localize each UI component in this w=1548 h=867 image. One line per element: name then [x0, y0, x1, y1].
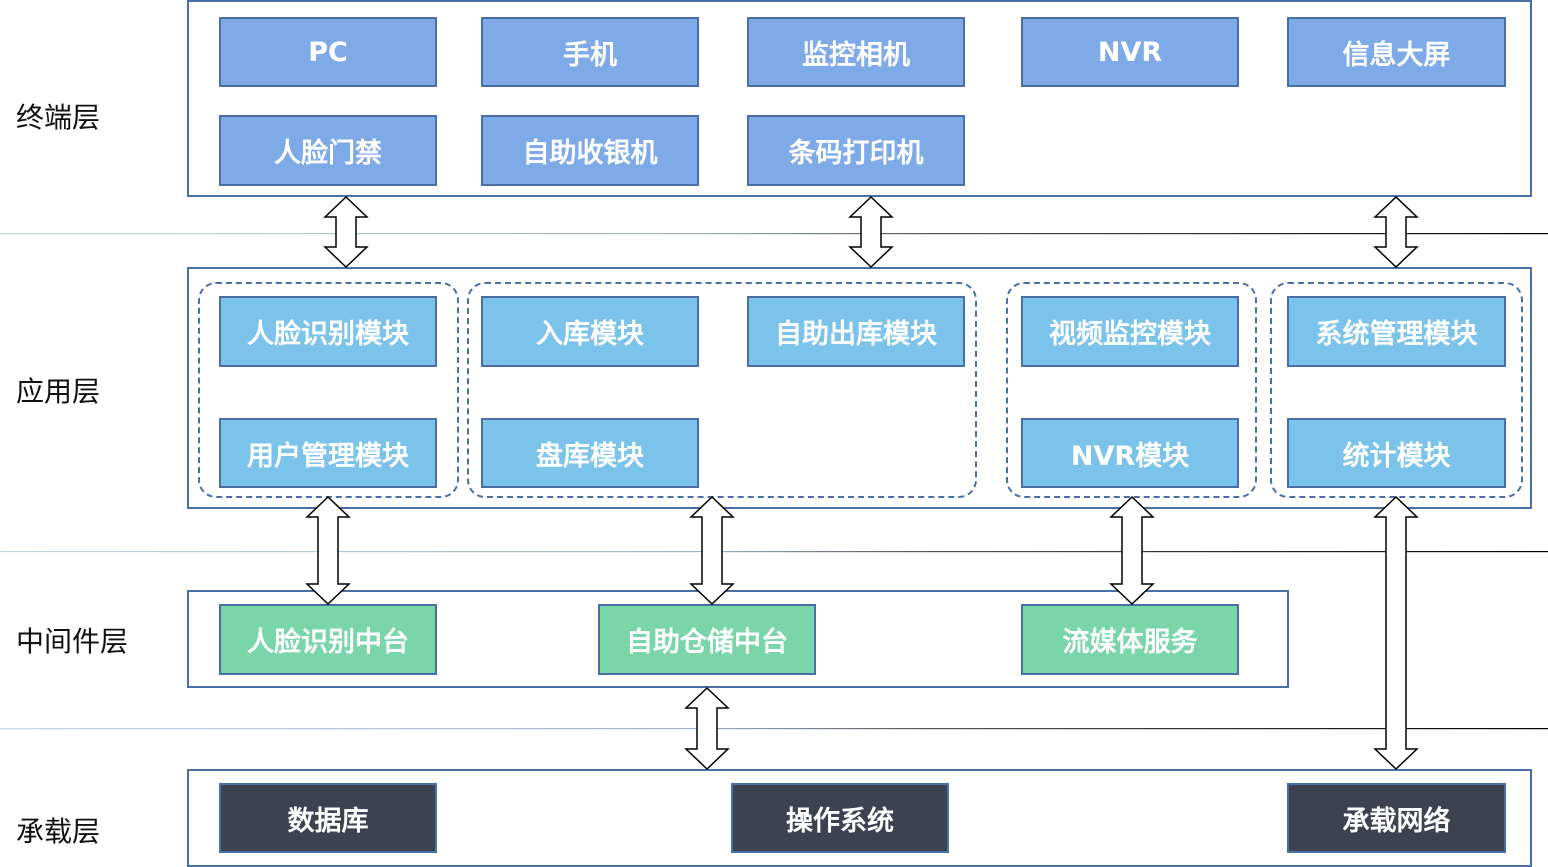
carrier-operating-system[interactable]: 操作系统 [731, 783, 949, 853]
terminal-face-access[interactable]: 人脸门禁 [219, 115, 437, 186]
layer-label-middleware: 中间件层 [16, 625, 129, 658]
separator-line-2 [0, 551, 1548, 553]
arrow-app-mid-2-icon [689, 495, 735, 606]
terminal-info-screen[interactable]: 信息大屏 [1287, 17, 1506, 87]
app-user-management-module[interactable]: 用户管理模块 [219, 418, 437, 488]
app-inventory-check-module[interactable]: 盘库模块 [481, 418, 699, 488]
app-face-recognition-module[interactable]: 人脸识别模块 [219, 296, 437, 367]
separator-line-1 [0, 233, 1548, 235]
carrier-network[interactable]: 承载网络 [1287, 783, 1506, 853]
app-video-surveillance-module[interactable]: 视频监控模块 [1021, 296, 1239, 367]
arrow-app-mid-3-icon [1109, 495, 1155, 606]
layer-label-terminal: 终端层 [16, 101, 101, 134]
terminal-pc[interactable]: PC [219, 17, 437, 87]
app-system-management-module[interactable]: 系统管理模块 [1287, 296, 1506, 367]
arrow-app-mid-1-icon [305, 495, 351, 606]
terminal-surveillance-camera[interactable]: 监控相机 [747, 17, 965, 87]
mid-face-recognition-platform[interactable]: 人脸识别中台 [219, 604, 437, 675]
layer-label-application: 应用层 [16, 375, 101, 408]
app-statistics-module[interactable]: 统计模块 [1287, 418, 1506, 488]
app-inbound-module[interactable]: 入库模块 [481, 296, 699, 367]
terminal-self-checkout[interactable]: 自助收银机 [481, 115, 699, 186]
terminal-nvr[interactable]: NVR [1021, 17, 1239, 87]
app-self-outbound-module[interactable]: 自助出库模块 [747, 296, 965, 367]
layer-label-carrier: 承载层 [16, 815, 101, 848]
mid-self-storage-platform[interactable]: 自助仓储中台 [598, 604, 816, 675]
arrow-mid-carrier-icon [684, 686, 730, 771]
carrier-database[interactable]: 数据库 [219, 783, 437, 853]
app-group-warehouse [467, 282, 977, 498]
app-nvr-module[interactable]: NVR模块 [1021, 418, 1239, 488]
separator-line-3 [0, 728, 1548, 730]
arrow-terminal-app-2-icon [848, 195, 894, 269]
arrow-terminal-app-3-icon [1373, 195, 1419, 269]
arrow-terminal-app-1-icon [323, 195, 369, 269]
terminal-barcode-printer[interactable]: 条码打印机 [747, 115, 965, 186]
mid-streaming-media-service[interactable]: 流媒体服务 [1021, 604, 1239, 675]
terminal-phone[interactable]: 手机 [481, 17, 699, 87]
arrow-app-carrier-icon [1373, 495, 1419, 771]
